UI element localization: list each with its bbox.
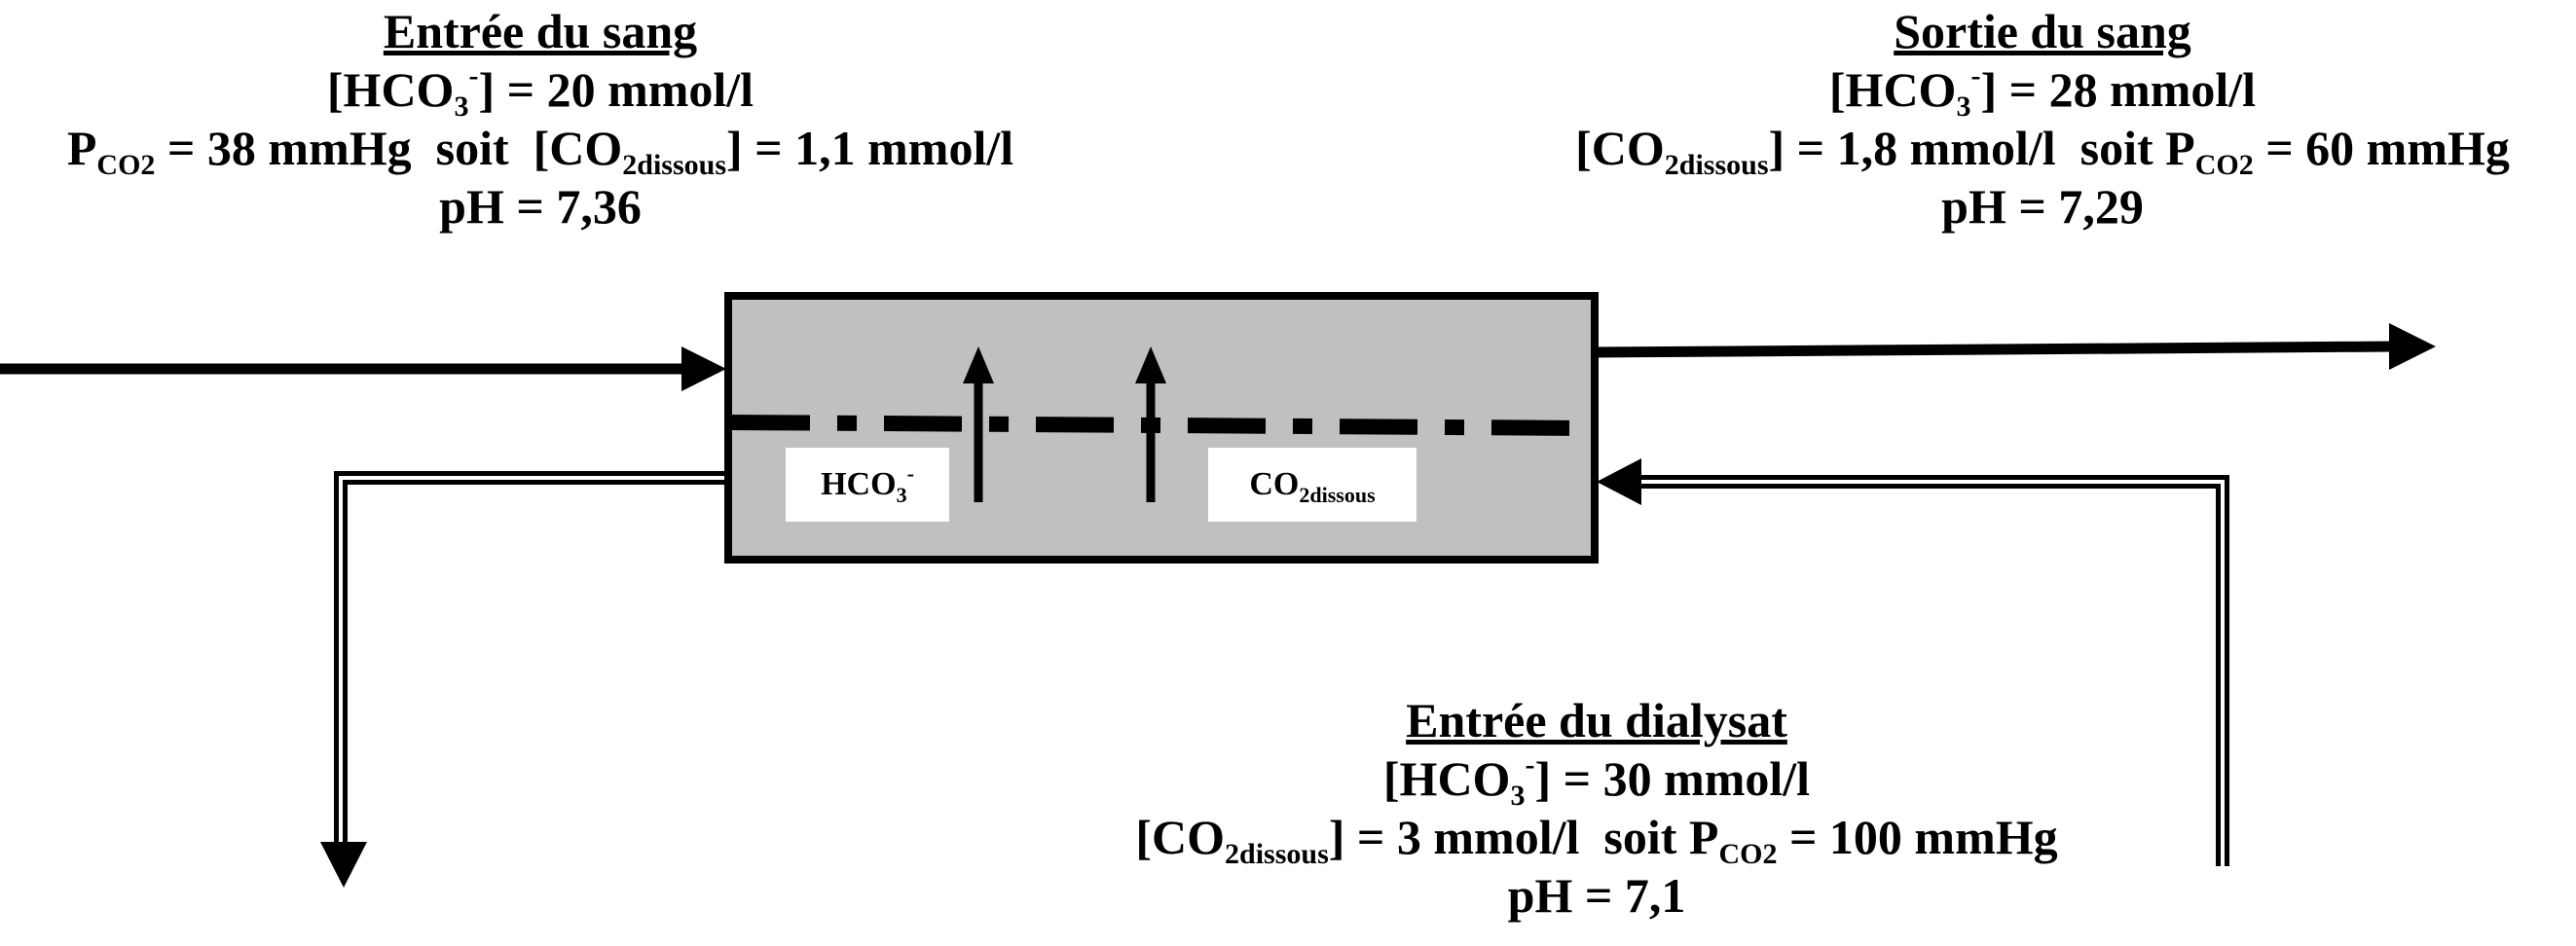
dialysate-inlet-line xyxy=(1597,458,2229,866)
dialysate-outlet-line xyxy=(320,471,724,888)
co2-transfer-arrow xyxy=(1135,346,1166,502)
dialysate-inlet-title: Entrée du dialysat xyxy=(1406,693,1787,747)
hco3-transfer-arrow xyxy=(963,346,994,502)
blood-inlet-title: Entrée du sang xyxy=(383,4,698,58)
blood-outlet-ph: pH = 7,29 xyxy=(1941,179,2144,234)
dialysate-inlet-info: Entrée du dialysat [HCO3-] = 30 mmol/l [… xyxy=(1051,691,2142,925)
blood-inlet-arrow xyxy=(0,346,726,391)
hco3-membrane-label: HCO3- xyxy=(786,448,949,522)
dialysate-inlet-co2: [CO2dissous] = 3 mmol/l soit PCO2 = 100 … xyxy=(1135,810,2058,870)
blood-outlet-hco3: [HCO3-] = 28 mmol/l xyxy=(1828,59,2257,123)
dialysate-inlet-hco3: [HCO3-] = 30 mmol/l xyxy=(1382,748,1811,812)
blood-inlet-hco3: [HCO3-] = 20 mmol/l xyxy=(326,59,754,123)
dialysate-inlet-ph: pH = 7,1 xyxy=(1507,868,1686,923)
membrane-line xyxy=(731,415,1592,436)
blood-outlet-co2: [CO2dissous] = 1,8 mmol/l soit PCO2 = 60… xyxy=(1575,121,2510,181)
blood-outlet-info: Sortie du sang [HCO3-] = 28 mmol/l [CO2d… xyxy=(1509,2,2576,236)
blood-outlet-arrow xyxy=(1598,323,2436,370)
co2-membrane-label: CO2dissous xyxy=(1208,448,1417,522)
blood-inlet-info: Entrée du sang [HCO3-] = 20 mmol/l PCO2 … xyxy=(0,2,1081,236)
blood-inlet-ph: pH = 7,36 xyxy=(439,179,642,234)
blood-outlet-title: Sortie du sang xyxy=(1894,4,2191,58)
blood-inlet-pco2: PCO2 = 38 mmHg soit [CO2dissous] = 1,1 m… xyxy=(66,121,1014,181)
